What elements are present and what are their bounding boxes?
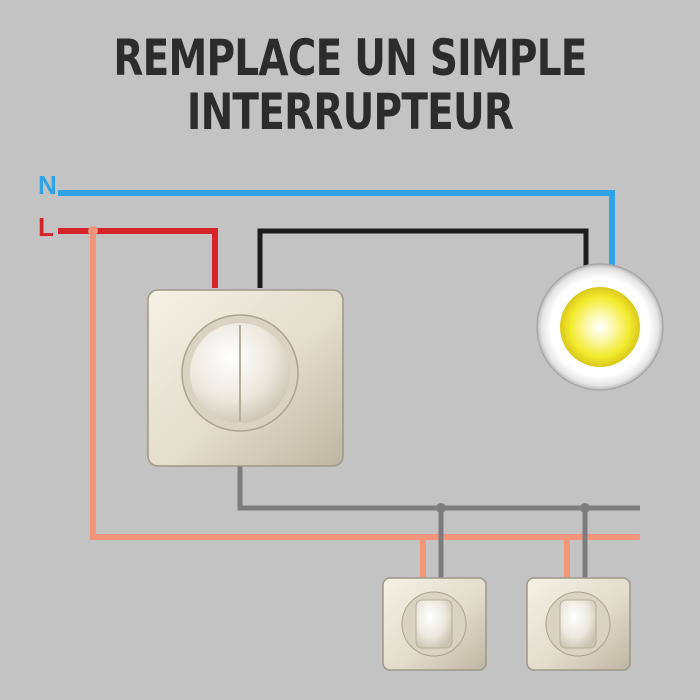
auxiliary-wire [90,231,640,540]
auxiliary-junction [88,226,98,236]
diagram-title-line-2: INTERRUPTEUR [186,83,514,141]
light-bulb-icon [536,263,664,391]
control-wire [237,465,640,511]
live-wire [58,228,218,288]
switched-wire [257,228,589,288]
control-junction-1 [436,503,446,513]
control-junction-2 [580,503,590,513]
neutral-wire [58,190,615,270]
push-button-switch-icon [382,577,487,671]
diagram-title-line-1: REMPLACE UN SIMPLE [113,29,587,87]
push-button-switch-icon [526,577,631,671]
live-wire-label: L [38,212,54,242]
neutral-wire-label: N [38,170,57,200]
dimmer-switch-icon [147,289,344,467]
